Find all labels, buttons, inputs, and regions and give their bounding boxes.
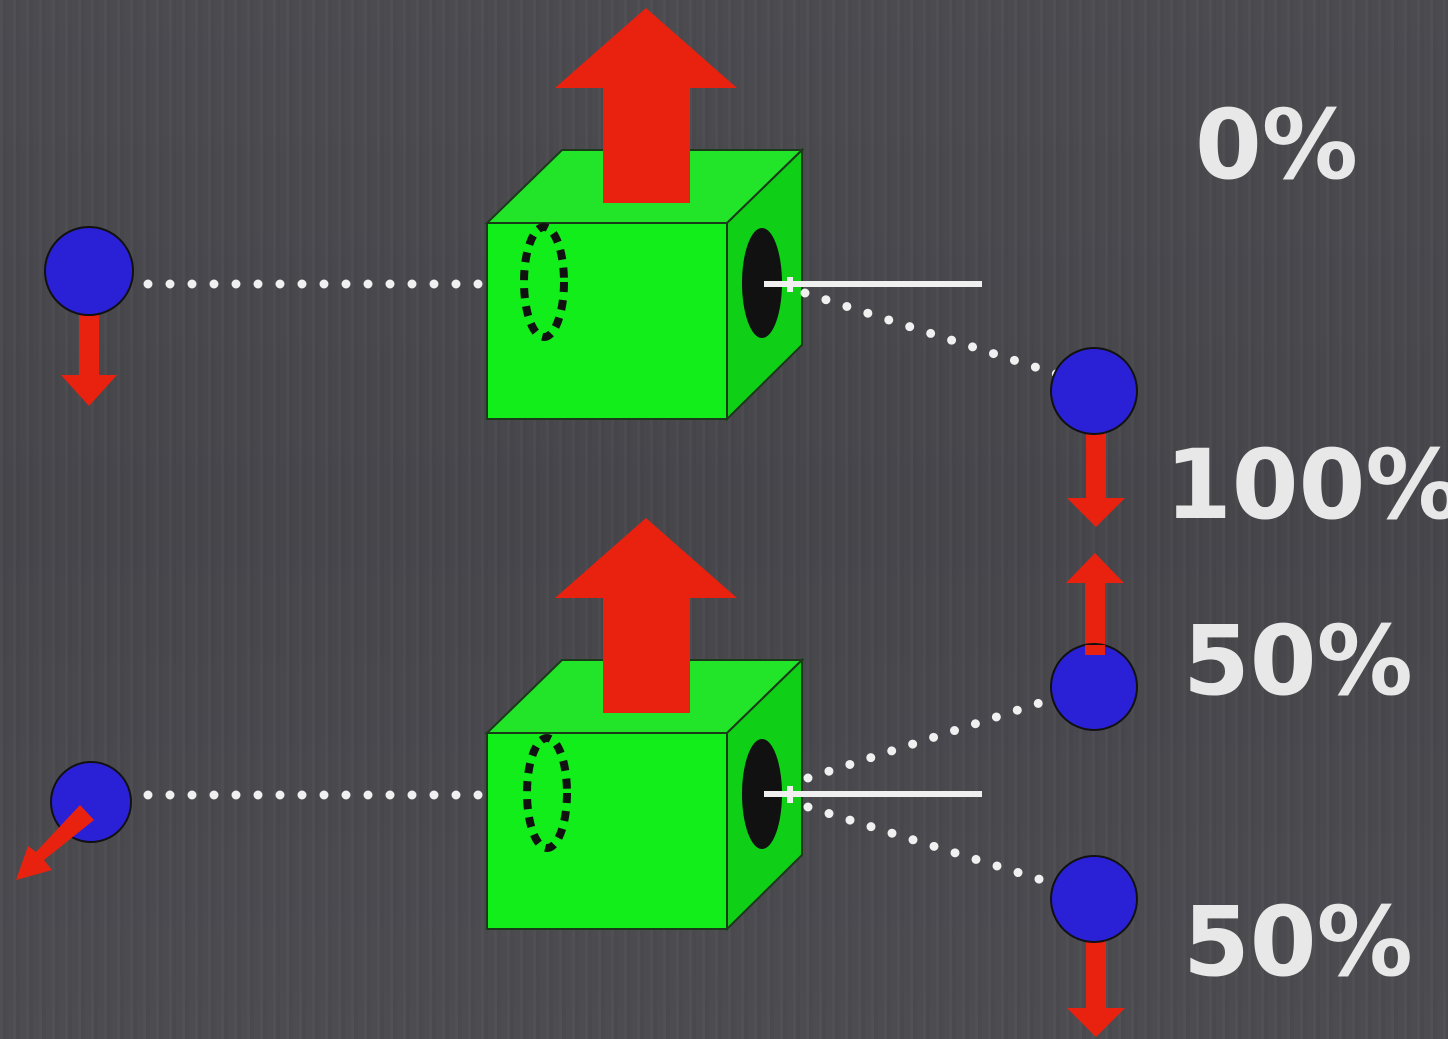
bottom-upper-output-percent: 50% <box>1183 605 1413 717</box>
bottom-cube <box>484 650 805 932</box>
top-incoming-particle <box>44 226 134 406</box>
bottom-lower-outgoing-particle-ball <box>1050 855 1138 943</box>
bottom-measurement: 50% 50% <box>16 518 1413 1037</box>
bottom-lower-outgoing-particle <box>1050 855 1138 1037</box>
top-cube-entry-aperture <box>520 223 568 341</box>
bottom-lower-output-percent: 50% <box>1183 886 1413 998</box>
bottom-incoming-particle <box>16 761 132 880</box>
top-cube-arrow-shaft <box>603 140 690 203</box>
top-output-percent: 0% <box>1195 89 1358 201</box>
bottom-upper-deflected-beam <box>803 692 1063 783</box>
top-cube-arrow <box>555 8 737 203</box>
top-cube <box>484 140 805 422</box>
top-incoming-particle-ball <box>44 226 134 316</box>
top-measurement: 0% 100% <box>44 8 1448 541</box>
bottom-cube-arrow <box>555 518 737 713</box>
top-cube-exit-aperture <box>742 228 782 338</box>
top-cube-front-face <box>486 222 728 420</box>
bottom-upper-outgoing-particle <box>1050 553 1138 731</box>
bottom-upper-outgoing-particle-ball <box>1050 643 1138 731</box>
bottom-cube-front-face <box>486 732 728 930</box>
top-outgoing-particle-ball <box>1050 347 1138 435</box>
top-outgoing-particle <box>1050 347 1138 527</box>
bottom-incoming-particle-arrow <box>16 805 94 880</box>
top-deflected-beam <box>800 288 1065 380</box>
bottom-cube-arrow-shaft <box>603 650 690 713</box>
bottom-cube-entry-aperture <box>523 734 571 852</box>
bottom-cube-exit-aperture <box>742 739 782 849</box>
top-lower-output-percent: 100% <box>1165 429 1448 541</box>
bottom-lower-deflected-beam <box>803 802 1063 890</box>
